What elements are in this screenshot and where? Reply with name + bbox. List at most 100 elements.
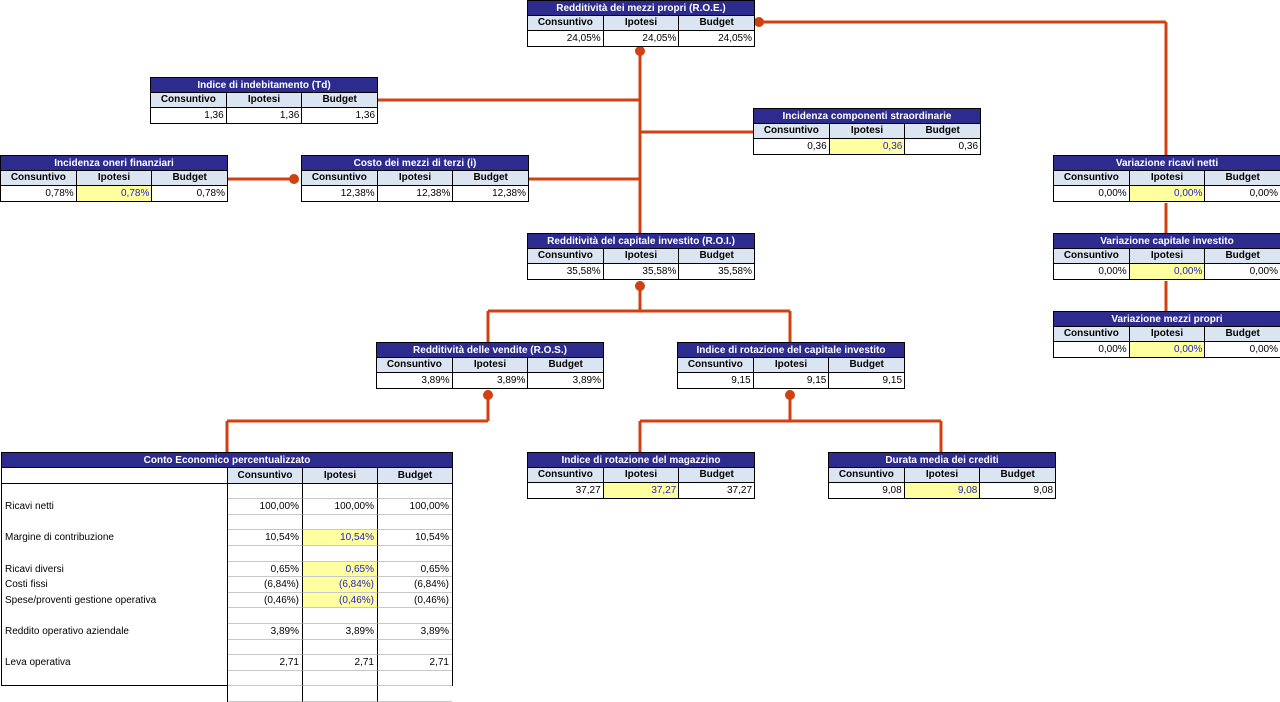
value-budget: 9,15 (882, 375, 903, 386)
row-value (303, 545, 378, 562)
row-value[interactable]: (6,84%) (303, 577, 378, 593)
header-budget: Budget (1225, 328, 1260, 339)
table-row (2, 639, 452, 656)
row-value (303, 670, 378, 687)
table-row (2, 608, 452, 624)
header-ipotesi: Ipotesi (303, 468, 378, 484)
row-label (2, 686, 228, 702)
value-consuntivo: 35,58% (528, 264, 604, 279)
row-value (378, 608, 452, 624)
value-ipotesi[interactable]: 0,00% (1129, 264, 1206, 279)
header-consuntivo: Consuntivo (1054, 327, 1130, 341)
value-budget: 24,05% (718, 33, 753, 44)
row-value (378, 686, 452, 702)
box-title: Variazione mezzi propri (1054, 312, 1280, 327)
row-value (228, 514, 303, 531)
row-value (228, 639, 303, 656)
row-value: (0,46%) (228, 592, 303, 609)
row-value: (0,46%) (378, 593, 452, 609)
header-ipotesi: Ipotesi (77, 171, 153, 185)
header-budget: Budget (699, 469, 734, 480)
conto-economico-title: Conto Economico percentualizzato (2, 453, 452, 468)
row-value[interactable]: 0,65% (303, 561, 378, 578)
row-value (303, 686, 378, 702)
box-value-row: 0,00%0,00%0,00% (1054, 264, 1280, 279)
header-budget: Budget (925, 125, 960, 136)
box-value-row: 12,38%12,38%12,38% (302, 186, 528, 201)
box-title: Indice di rotazione del capitale investi… (678, 343, 904, 358)
box-value-row: 35,58%35,58%35,58% (528, 264, 754, 279)
value-ipotesi[interactable]: 0,00% (1129, 186, 1206, 201)
value-budget: 35,58% (718, 266, 753, 277)
rotcap-box: Indice di rotazione del capitale investi… (677, 342, 905, 389)
conto-economico-header: Consuntivo Ipotesi Budget (2, 468, 452, 484)
ros-box: Redditività delle vendite (R.O.S.)Consun… (376, 342, 604, 389)
value-budget: 9,08 (1033, 485, 1054, 496)
value-consuntivo: 9,08 (829, 483, 905, 498)
row-value (303, 483, 378, 500)
value-ipotesi[interactable]: 0,36 (829, 139, 906, 154)
row-value: 2,71 (378, 655, 452, 671)
header-consuntivo: Consuntivo (528, 16, 604, 30)
header-budget: Budget (699, 250, 734, 261)
box-title: Costo dei mezzi di terzi (i) (302, 156, 528, 171)
value-ipotesi[interactable]: 37,27 (603, 483, 680, 498)
value-ipotesi: 24,05% (604, 31, 680, 46)
value-ipotesi[interactable]: 0,00% (1129, 342, 1206, 357)
value-ipotesi[interactable]: 0,78% (76, 186, 153, 201)
value-consuntivo: 0,78% (1, 186, 77, 201)
value-consuntivo: 1,36 (151, 108, 227, 123)
header-ipotesi: Ipotesi (905, 468, 981, 482)
value-consuntivo: 3,89% (377, 373, 453, 388)
value-consuntivo: 0,36 (754, 139, 830, 154)
header-ipotesi: Ipotesi (1130, 327, 1206, 341)
row-value[interactable]: 10,54% (303, 530, 378, 546)
header-budget: Budget (322, 94, 357, 105)
row-value (378, 546, 452, 562)
table-row (2, 483, 452, 500)
header-budget: Budget (473, 172, 508, 183)
header-budget: Budget (1225, 250, 1260, 261)
row-value: 100,00% (228, 499, 303, 515)
box-value-row: 24,05%24,05%24,05% (528, 31, 754, 46)
value-ipotesi[interactable]: 9,08 (904, 483, 981, 498)
row-value (228, 670, 303, 687)
value-ipotesi: 1,36 (227, 108, 303, 123)
row-value[interactable]: (0,46%) (303, 592, 378, 609)
header-consuntivo: Consuntivo (377, 358, 453, 372)
header-budget: Budget (378, 468, 452, 484)
row-label: Ricavi netti (2, 499, 228, 515)
header-ipotesi: Ipotesi (604, 16, 680, 30)
header-consuntivo: Consuntivo (1054, 171, 1130, 185)
row-value: 0,65% (228, 561, 303, 578)
header-ipotesi: Ipotesi (604, 468, 680, 482)
value-budget: 0,00% (1249, 344, 1279, 355)
box-value-row: 0,00%0,00%0,00% (1054, 342, 1280, 357)
header-consuntivo: Consuntivo (754, 124, 830, 138)
header-consuntivo: Consuntivo (302, 171, 378, 185)
header-consuntivo: Consuntivo (1054, 249, 1130, 263)
header-ipotesi: Ipotesi (227, 93, 303, 107)
row-value (228, 686, 303, 702)
row-value (303, 639, 378, 656)
header-consuntivo: Consuntivo (829, 468, 905, 482)
value-consuntivo: 12,38% (302, 186, 378, 201)
table-row (2, 545, 452, 562)
value-budget: 0,00% (1249, 188, 1279, 199)
